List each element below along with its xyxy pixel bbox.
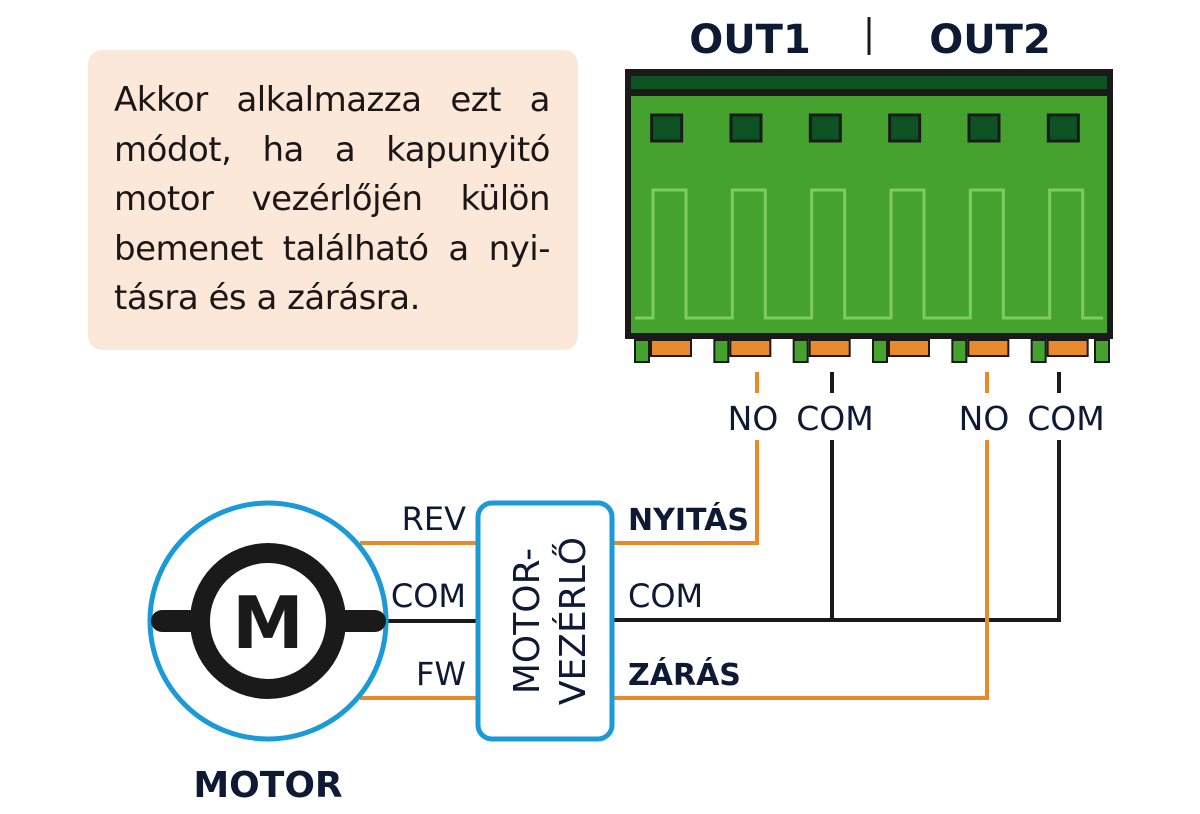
input-label-nyitas: NYITÁS — [628, 502, 749, 538]
board-led — [1046, 113, 1080, 143]
controller-title-line2: VEZÉRLŐ — [552, 537, 594, 705]
board-square-wave — [635, 188, 1103, 320]
board-led — [888, 113, 922, 143]
controller-box — [475, 500, 615, 742]
input-label-com-left: COM — [391, 577, 466, 615]
wires — [360, 372, 1061, 700]
motor-symbol: M — [232, 581, 304, 665]
wire-com-controller — [612, 440, 1061, 622]
wire-nyitas — [612, 440, 759, 545]
terminal-label-com2: COM — [1027, 399, 1105, 438]
description-text: Akkor alkalmazza ezt a módot, ha a kapun… — [114, 80, 551, 318]
wire-zaras — [612, 440, 989, 700]
board-body — [631, 96, 1107, 333]
board-led — [650, 113, 684, 143]
motor: M — [147, 500, 389, 742]
terminal-screw — [808, 339, 851, 357]
terminal-label-com1: COM — [796, 399, 874, 438]
terminal-clip — [713, 339, 730, 363]
relay-board — [625, 69, 1113, 363]
board-leds — [650, 113, 1080, 143]
terminal-clip — [872, 339, 888, 363]
board-top-strip — [631, 76, 1107, 89]
motor-label: MOTOR — [193, 765, 342, 806]
description-note: Akkor alkalmazza ezt a módot, ha a kapun… — [88, 50, 578, 350]
board-terminals — [634, 339, 1110, 363]
terminal-clip — [1030, 339, 1047, 363]
terminal-clip — [634, 339, 650, 363]
terminal-screw — [729, 339, 772, 357]
input-label-zaras: ZÁRÁS — [628, 657, 741, 693]
terminal-clip — [951, 339, 968, 363]
controller-title-line1: MOTOR- — [507, 548, 548, 694]
terminal-label-no1: NO — [728, 399, 779, 438]
input-label-rev: REV — [402, 500, 466, 538]
out1-label: OUT1 — [689, 17, 811, 63]
terminal-screw — [1046, 339, 1089, 357]
board-led — [808, 113, 842, 143]
terminal-screw — [967, 339, 1010, 357]
out2-label: OUT2 — [929, 17, 1051, 63]
terminal-clip — [792, 339, 809, 363]
input-label-com-right: COM — [628, 577, 703, 615]
terminal-screw — [888, 339, 930, 357]
terminal-screw — [650, 339, 692, 357]
terminal-clip — [1094, 339, 1110, 363]
motor-ring — [190, 543, 346, 699]
board-led — [967, 113, 1001, 143]
terminal-label-no2: NO — [959, 399, 1010, 438]
motor-controller: MOTOR- VEZÉRLŐ — [475, 500, 615, 742]
board-led — [729, 113, 763, 143]
input-label-fw: FW — [416, 655, 466, 693]
